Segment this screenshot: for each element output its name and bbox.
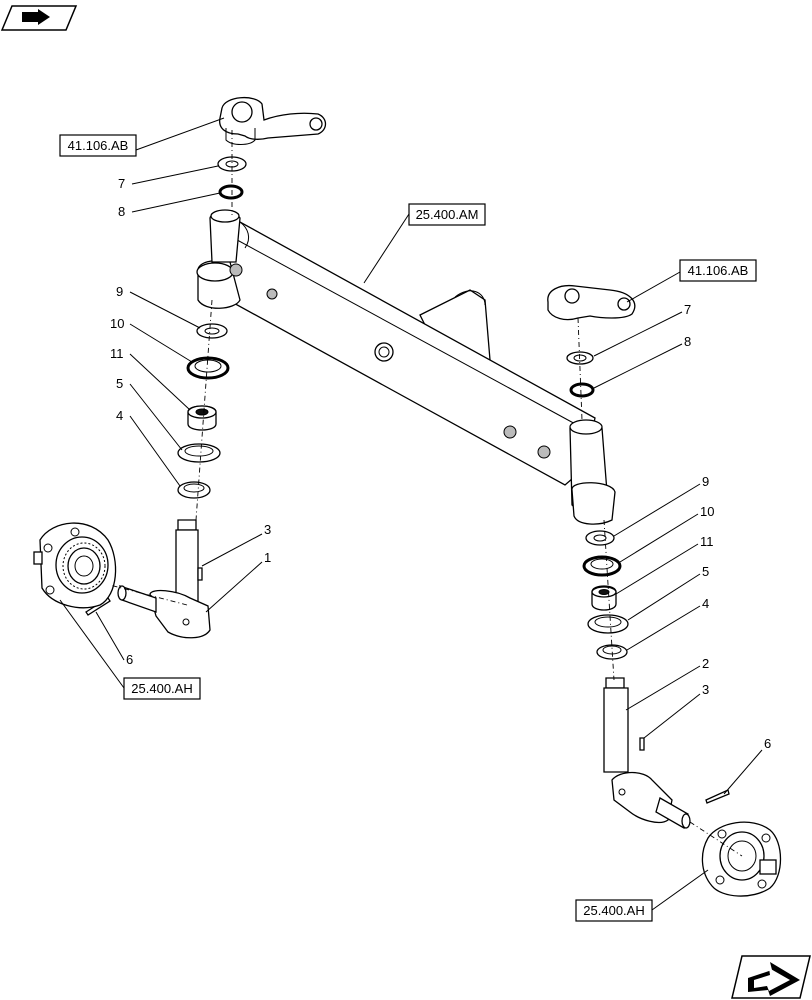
left-pin-3 xyxy=(197,567,203,581)
callout-right-10: 10 xyxy=(700,504,714,519)
left-center-line xyxy=(109,130,233,606)
left-bearing-11 xyxy=(187,405,217,431)
left-spindle xyxy=(117,519,211,639)
hub-left xyxy=(33,522,117,609)
svg-text:25.400.AH: 25.400.AH xyxy=(131,681,192,696)
left-race-5 xyxy=(177,443,221,463)
svg-text:41.106.AB: 41.106.AB xyxy=(688,263,749,278)
right-race-5 xyxy=(587,614,629,634)
callout-left-1: 1 xyxy=(264,550,271,565)
svg-text:25.400.AM: 25.400.AM xyxy=(416,207,479,222)
callout-right-7: 7 xyxy=(684,302,691,317)
callout-left-11: 11 xyxy=(110,346,124,361)
right-seal-10 xyxy=(582,555,622,577)
left-oring-8 xyxy=(218,184,244,200)
left-race-4 xyxy=(177,481,211,499)
right-bearing-11 xyxy=(591,585,617,611)
ref-axle-beam[interactable]: 25.400.AM xyxy=(408,203,486,226)
callout-right-5: 5 xyxy=(702,564,709,579)
left-seal-10 xyxy=(186,356,230,380)
callout-right-4: 4 xyxy=(702,596,709,611)
ref-hub-right[interactable]: 25.400.AH xyxy=(575,899,653,922)
callout-right-9: 9 xyxy=(702,474,709,489)
ref-steering-arm-right[interactable]: 41.106.AB xyxy=(679,259,757,282)
callout-left-4: 4 xyxy=(116,408,123,423)
callout-left-9: 9 xyxy=(116,284,123,299)
callout-left-6: 6 xyxy=(126,652,133,667)
right-pin-3 xyxy=(639,737,645,751)
callout-left-3: 3 xyxy=(264,522,271,537)
steering-arm-right xyxy=(547,284,636,321)
callout-right-11: 11 xyxy=(700,534,714,549)
callout-left-7: 7 xyxy=(118,176,125,191)
right-cotter-pin-6 xyxy=(705,789,730,804)
callout-left-5: 5 xyxy=(116,376,123,391)
right-oring-8 xyxy=(569,382,595,398)
ref-steering-arm-left[interactable]: 41.106.AB xyxy=(59,134,137,157)
callout-right-2: 2 xyxy=(702,656,709,671)
callout-right-3: 3 xyxy=(702,682,709,697)
right-washer-9 xyxy=(585,530,615,546)
callout-right-6: 6 xyxy=(764,736,771,751)
previous-page-icon[interactable] xyxy=(0,5,78,31)
callout-left-8: 8 xyxy=(118,204,125,219)
steering-arm-left xyxy=(219,97,327,145)
hub-right xyxy=(701,821,782,897)
callout-right-8: 8 xyxy=(684,334,691,349)
svg-text:25.400.AH: 25.400.AH xyxy=(583,903,644,918)
svg-text:41.106.AB: 41.106.AB xyxy=(68,138,129,153)
axle-beam xyxy=(196,209,616,525)
callout-left-10: 10 xyxy=(110,316,124,331)
ref-hub-left[interactable]: 25.400.AH xyxy=(123,677,201,700)
right-center-line xyxy=(577,317,743,857)
left-washer-9 xyxy=(196,323,228,339)
right-spindle xyxy=(603,677,691,829)
next-page-icon[interactable] xyxy=(731,955,811,999)
